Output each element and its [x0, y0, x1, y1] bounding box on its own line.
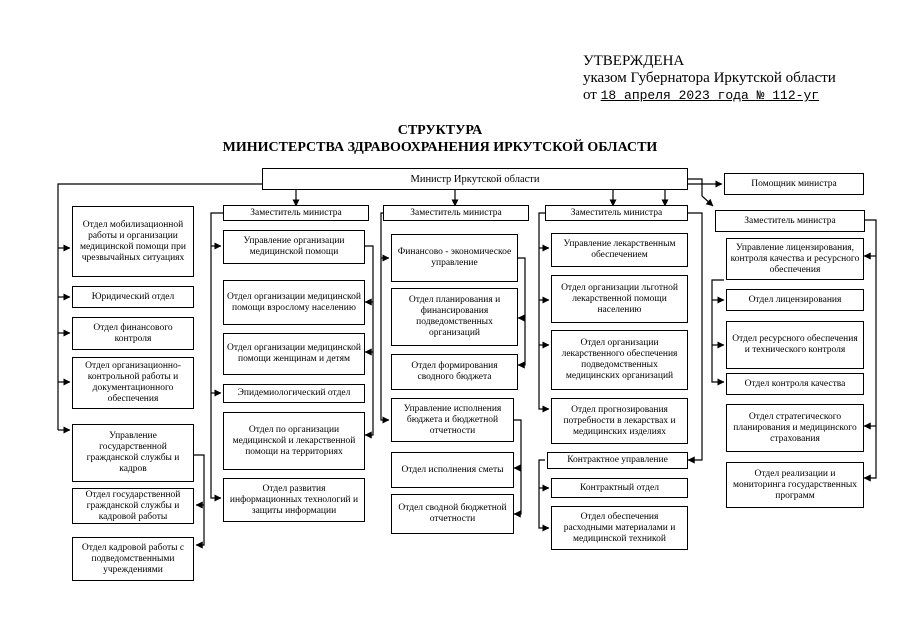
deputy2-item-5: Отдел исполнения сметы	[391, 452, 514, 488]
deputy-4-box: Заместитель министра	[715, 210, 865, 232]
deputy-2-box: Заместитель министра	[383, 205, 529, 221]
deputy1-item-4: Эпидемиологический отдел	[223, 384, 365, 403]
deputy1-item-2: Отдел организации медицинской помощи взр…	[223, 280, 365, 325]
left-dept-5: Управление государственной гражданской с…	[72, 424, 194, 482]
deputy2-item-6: Отдел сводной бюджетной отчетности	[391, 494, 514, 534]
deputy4-item-6: Отдел реализации и мониторинга государст…	[726, 462, 864, 508]
deputy3-item-5: Контрактное управление	[547, 452, 688, 469]
chart-title-line2: МИНИСТЕРСТВА ЗДРАВООХРАНЕНИЯ ИРКУТСКОЙ О…	[222, 140, 658, 155]
deputy1-item-6: Отдел развития информационных технологий…	[223, 478, 365, 522]
deputy4-item-2: Отдел лицензирования	[726, 289, 864, 311]
left-dept-4: Отдел организационно-контрольной работы …	[72, 357, 194, 409]
deputy1-item-5: Отдел по организации медицинской и лекар…	[223, 412, 365, 470]
deputy4-item-5: Отдел стратегического планирования и мед…	[726, 404, 864, 452]
deputy-3-box: Заместитель министра	[545, 205, 688, 221]
deputy3-item-4: Отдел прогнозирования потребности в лека…	[551, 398, 688, 444]
approval-from: от	[583, 87, 597, 103]
deputy3-item-7: Отдел обеспечения расходными материалами…	[551, 506, 688, 550]
deputy1-item-1: Управление организации медицинской помощ…	[223, 230, 365, 264]
deputy3-item-6: Контрактный отдел	[551, 478, 688, 498]
assistant-box: Помощник министра	[724, 173, 864, 195]
deputy4-item-3: Отдел ресурсного обеспечения и техническ…	[726, 321, 864, 369]
approval-date: 18 апреля 2023 года № 112-уг	[600, 88, 820, 103]
approval-block: УТВЕРЖДЕНА указом Губернатора Иркутской …	[583, 53, 836, 104]
deputy-1-box: Заместитель министра	[223, 205, 369, 221]
deputy2-item-3: Отдел формирования сводного бюджета	[391, 354, 518, 390]
deputy1-item-3: Отдел организации медицинской помощи жен…	[223, 333, 365, 375]
deputy2-item-4: Управление исполнения бюджета и бюджетно…	[391, 398, 514, 442]
deputy3-item-3: Отдел организации лекарственного обеспеч…	[551, 330, 688, 390]
chart-title-line1: СТРУКТУРА	[397, 123, 483, 138]
approval-status: УТВЕРЖДЕНА	[583, 53, 685, 69]
left-dept-1: Отдел мобилизационной работы и организац…	[72, 206, 194, 277]
deputy4-item-4: Отдел контроля качества	[726, 373, 864, 395]
approval-date-line: от 18 апреля 2023 года № 112-уг	[583, 87, 836, 104]
deputy4-item-1: Управление лицензирования, контроля каче…	[726, 238, 864, 280]
minister-box: Министр Иркутской области	[262, 168, 688, 190]
deputy2-item-2: Отдел планирования и финансирования подв…	[391, 288, 518, 346]
left-dept-3: Отдел финансового контроля	[72, 317, 194, 350]
deputy2-item-1: Финансово - экономическое управление	[391, 234, 518, 282]
left-dept-2: Юридический отдел	[72, 286, 194, 308]
left-dept-6: Отдел государственной гражданской службы…	[72, 488, 194, 524]
left-dept-7: Отдел кадровой работы с подведомственным…	[72, 537, 194, 581]
approval-decree: указом Губернатора Иркутской области	[583, 70, 836, 86]
deputy3-item-2: Отдел организации льготной лекарственной…	[551, 275, 688, 323]
deputy3-item-1: Управление лекарственным обеспечением	[551, 233, 688, 267]
